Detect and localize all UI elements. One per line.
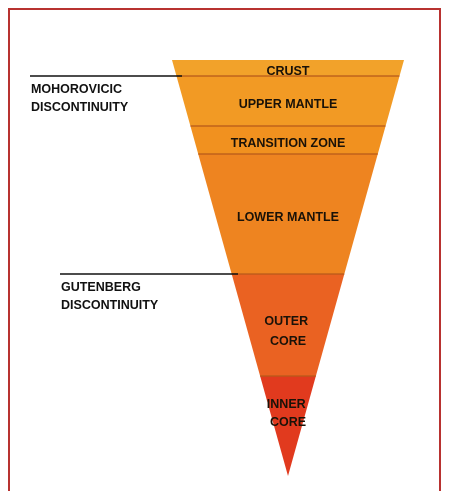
layer-label-lower-mantle: LOWER MANTLE	[237, 210, 339, 224]
layer-label-crust: CRUST	[266, 64, 309, 78]
layer-label-upper-mantle: UPPER MANTLE	[239, 97, 338, 111]
layer-band-transition-zone	[172, 126, 404, 155]
layer-label-inner-core: INNER CORE	[267, 397, 309, 429]
layer-label-transition-zone: TRANSITION ZONE	[231, 136, 346, 150]
mohorovicic-discontinuity-label: MOHOROVICIC DISCONTINUITY	[31, 82, 129, 114]
figure-frame	[8, 8, 441, 491]
gutenberg-discontinuity-label: GUTENBERG DISCONTINUITY	[61, 280, 159, 312]
layer-label-outer-core: OUTER CORE	[264, 314, 311, 348]
layer-boundaries	[176, 75, 400, 377]
layer-band-upper-mantle	[172, 76, 404, 127]
layer-band-crust	[172, 60, 404, 77]
